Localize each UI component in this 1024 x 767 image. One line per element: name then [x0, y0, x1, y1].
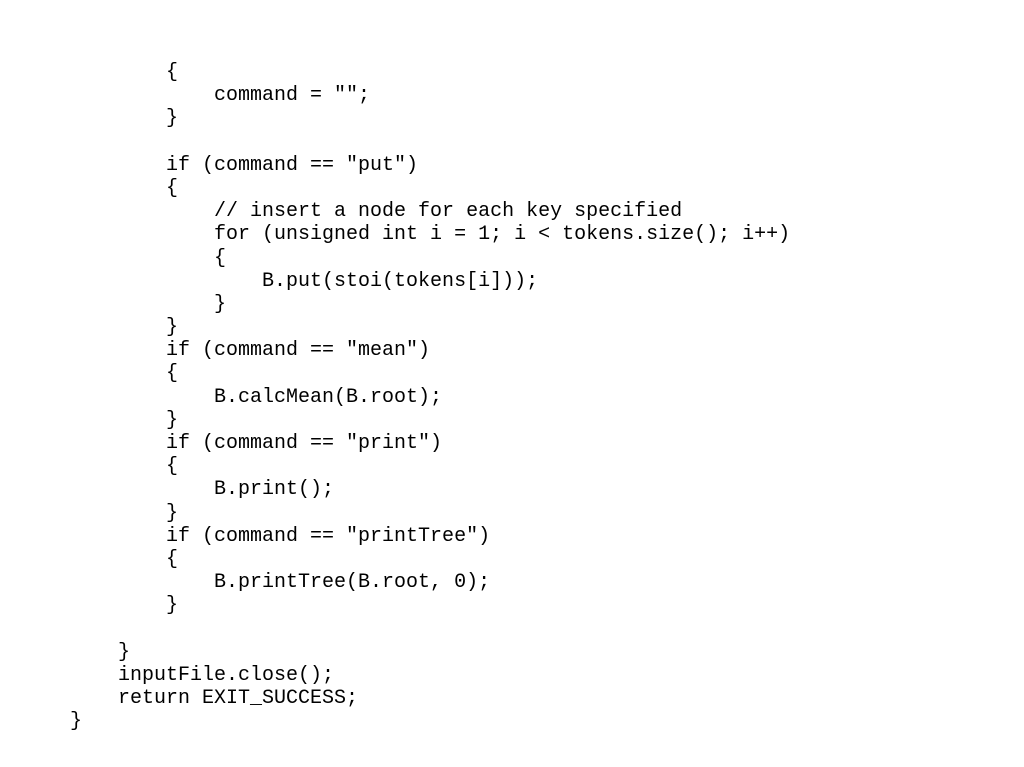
- code-line-15: B.calcMean(B.root);: [70, 385, 443, 409]
- code-line-25: [70, 618, 790, 641]
- code-line-12: }: [70, 316, 179, 340]
- code-line-13: if (command == "mean"): [70, 339, 431, 363]
- code-line-3: }: [70, 107, 179, 131]
- code-line-20: }: [70, 501, 179, 525]
- code-line-16: }: [70, 408, 179, 432]
- code-line-7: // insert a node for each key specified: [70, 200, 683, 224]
- code-line-11: }: [70, 292, 227, 316]
- code-line-10: B.put(stoi(tokens[i]));: [70, 269, 539, 293]
- code-line-27: inputFile.close();: [70, 663, 335, 687]
- code-line-19: B.print();: [70, 478, 335, 502]
- code-line-17: if (command == "print"): [70, 432, 443, 455]
- code-line-28: return EXIT_SUCCESS;: [70, 687, 359, 711]
- code-block: { command = ""; } if (command == "put") …: [70, 61, 790, 733]
- code-line-23: B.printTree(B.root, 0);: [70, 571, 491, 595]
- code-line-26: }: [70, 640, 131, 664]
- code-line-6: {: [70, 176, 179, 200]
- code-line-2: command = "";: [70, 84, 371, 108]
- code-line-5: if (command == "put"): [70, 153, 419, 177]
- code-line-4: [70, 131, 790, 154]
- code-line-24: }: [70, 594, 179, 618]
- code-line-22: {: [70, 547, 179, 571]
- code-line-29: }: [70, 710, 83, 734]
- code-line-8: for (unsigned int i = 1; i < tokens.size…: [70, 223, 791, 247]
- code-line-21: if (command == "printTree"): [70, 524, 491, 548]
- code-line-9: {: [70, 246, 227, 270]
- code-line-18: {: [70, 455, 179, 479]
- code-line-1: {: [70, 61, 179, 84]
- code-line-14: {: [70, 362, 179, 386]
